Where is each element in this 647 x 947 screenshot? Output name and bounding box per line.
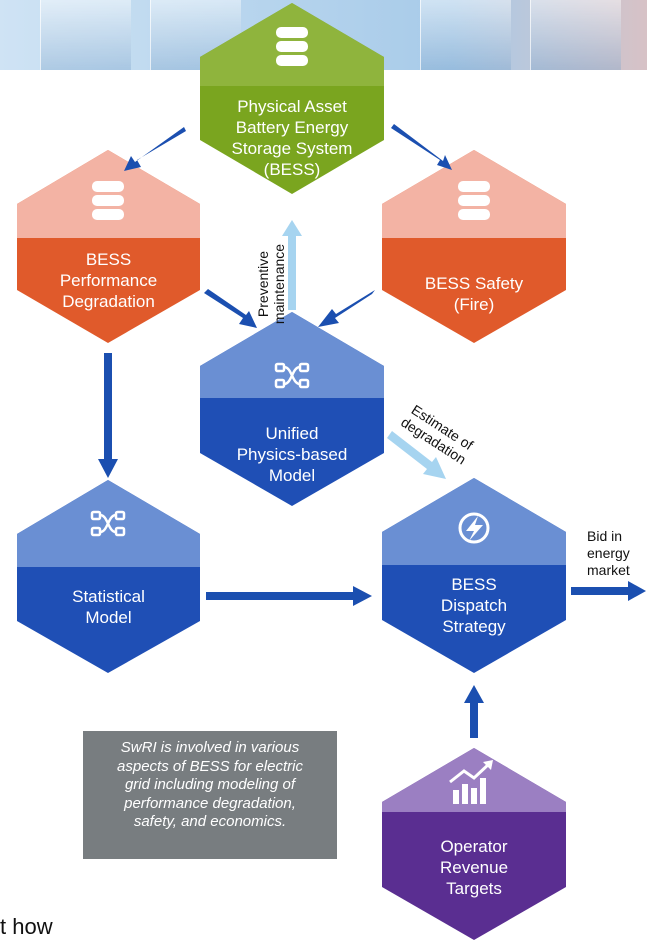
label-line: BESS	[451, 575, 497, 594]
arrow-performance-to-unified	[204, 289, 257, 328]
note-line: grid including modeling of	[124, 776, 296, 793]
growth-chart-icon	[449, 760, 493, 804]
operator-revenue-label: Operator Revenue Targets	[382, 836, 566, 899]
physical-asset-node	[200, 3, 384, 194]
note-line: performance degradation,	[124, 794, 296, 812]
network-icon	[90, 510, 126, 537]
dispatch-strategy-label: BESS Dispatch Strategy	[382, 574, 566, 637]
label-line: Model	[268, 466, 316, 485]
arrow-physical-to-safety	[391, 124, 452, 170]
label-line: Targets	[446, 879, 502, 898]
unified-model-label: Unified Physics-based Model	[200, 423, 384, 486]
label-line: Physical Asset	[237, 97, 347, 116]
solar-panel-graphic	[420, 0, 511, 70]
label-line: Unified	[265, 424, 319, 443]
label-line: Statistical	[72, 587, 145, 606]
arrow-performance-to-statistical	[98, 353, 118, 478]
network-icon	[274, 362, 310, 389]
light-arrows	[282, 220, 446, 479]
database-icon	[92, 181, 124, 220]
label-line: Dispatch	[440, 596, 508, 615]
footer-text-fragment: t how	[0, 914, 53, 939]
label-line: Battery Energy	[235, 118, 349, 137]
edge-label-line: energy	[587, 545, 630, 561]
label-line: Strategy	[442, 617, 506, 636]
arrow-unified-to-dispatch	[387, 431, 446, 479]
lightning-icon	[458, 512, 490, 544]
label-line: Degradation	[62, 292, 155, 311]
physical-asset-label: Physical Asset Battery Energy Storage Sy…	[200, 96, 384, 180]
bess-safety-node	[382, 150, 566, 343]
edge-label-line: Bid in	[587, 528, 623, 544]
label-line: BESS	[85, 250, 132, 269]
preventive-maintenance-label: Preventive maintenance	[255, 229, 287, 339]
arrows	[98, 124, 646, 738]
database-icon	[276, 27, 308, 66]
arrow-revenue-to-dispatch	[464, 685, 484, 738]
database-icon	[458, 181, 490, 220]
edge-label-line: market	[587, 562, 630, 578]
edge-label-line: maintenance	[271, 243, 287, 325]
note-line: safety, and economics.	[133, 813, 287, 830]
unified-model-node	[200, 312, 384, 506]
bess-safety-label: BESS Safety (Fire)	[382, 273, 566, 315]
header-photo-banner	[0, 0, 647, 70]
label-line: (Fire)	[453, 295, 495, 314]
label-line: Model	[85, 608, 132, 627]
arrow-physical-to-performance	[124, 127, 186, 171]
arrow-dispatch-to-market	[571, 581, 646, 601]
note-line: SwRI is involved in various	[120, 739, 300, 756]
bid-in-energy-market-label: Bid in energy market	[587, 528, 647, 579]
solar-panel-graphic	[40, 0, 131, 70]
solar-panel-graphic	[530, 0, 621, 70]
label-line: Storage System	[231, 139, 353, 158]
statistical-model-node	[17, 480, 200, 673]
label-line: Operator	[440, 837, 508, 856]
note-line: aspects of BESS for electric	[117, 757, 303, 775]
arrow-unified-to-physical	[282, 220, 302, 310]
performance-degradation-node	[17, 150, 200, 343]
arrow-statistical-to-dispatch	[206, 586, 372, 606]
label-line: BESS Safety	[424, 274, 524, 293]
performance-degradation-label: BESS Performance Degradation	[17, 249, 200, 312]
dispatch-strategy-node	[382, 478, 566, 673]
edge-label-line: Preventive	[255, 250, 271, 318]
operator-revenue-node	[382, 748, 566, 940]
label-line: Revenue	[439, 858, 509, 877]
label-line: Performance	[59, 271, 158, 290]
arrow-safety-to-unified	[318, 290, 375, 327]
statistical-model-label: Statistical Model	[17, 586, 200, 628]
swri-note-box: SwRI is involved in various aspects of B…	[83, 731, 337, 859]
label-line: (BESS)	[263, 160, 321, 179]
label-line: Physics-based	[236, 445, 348, 464]
